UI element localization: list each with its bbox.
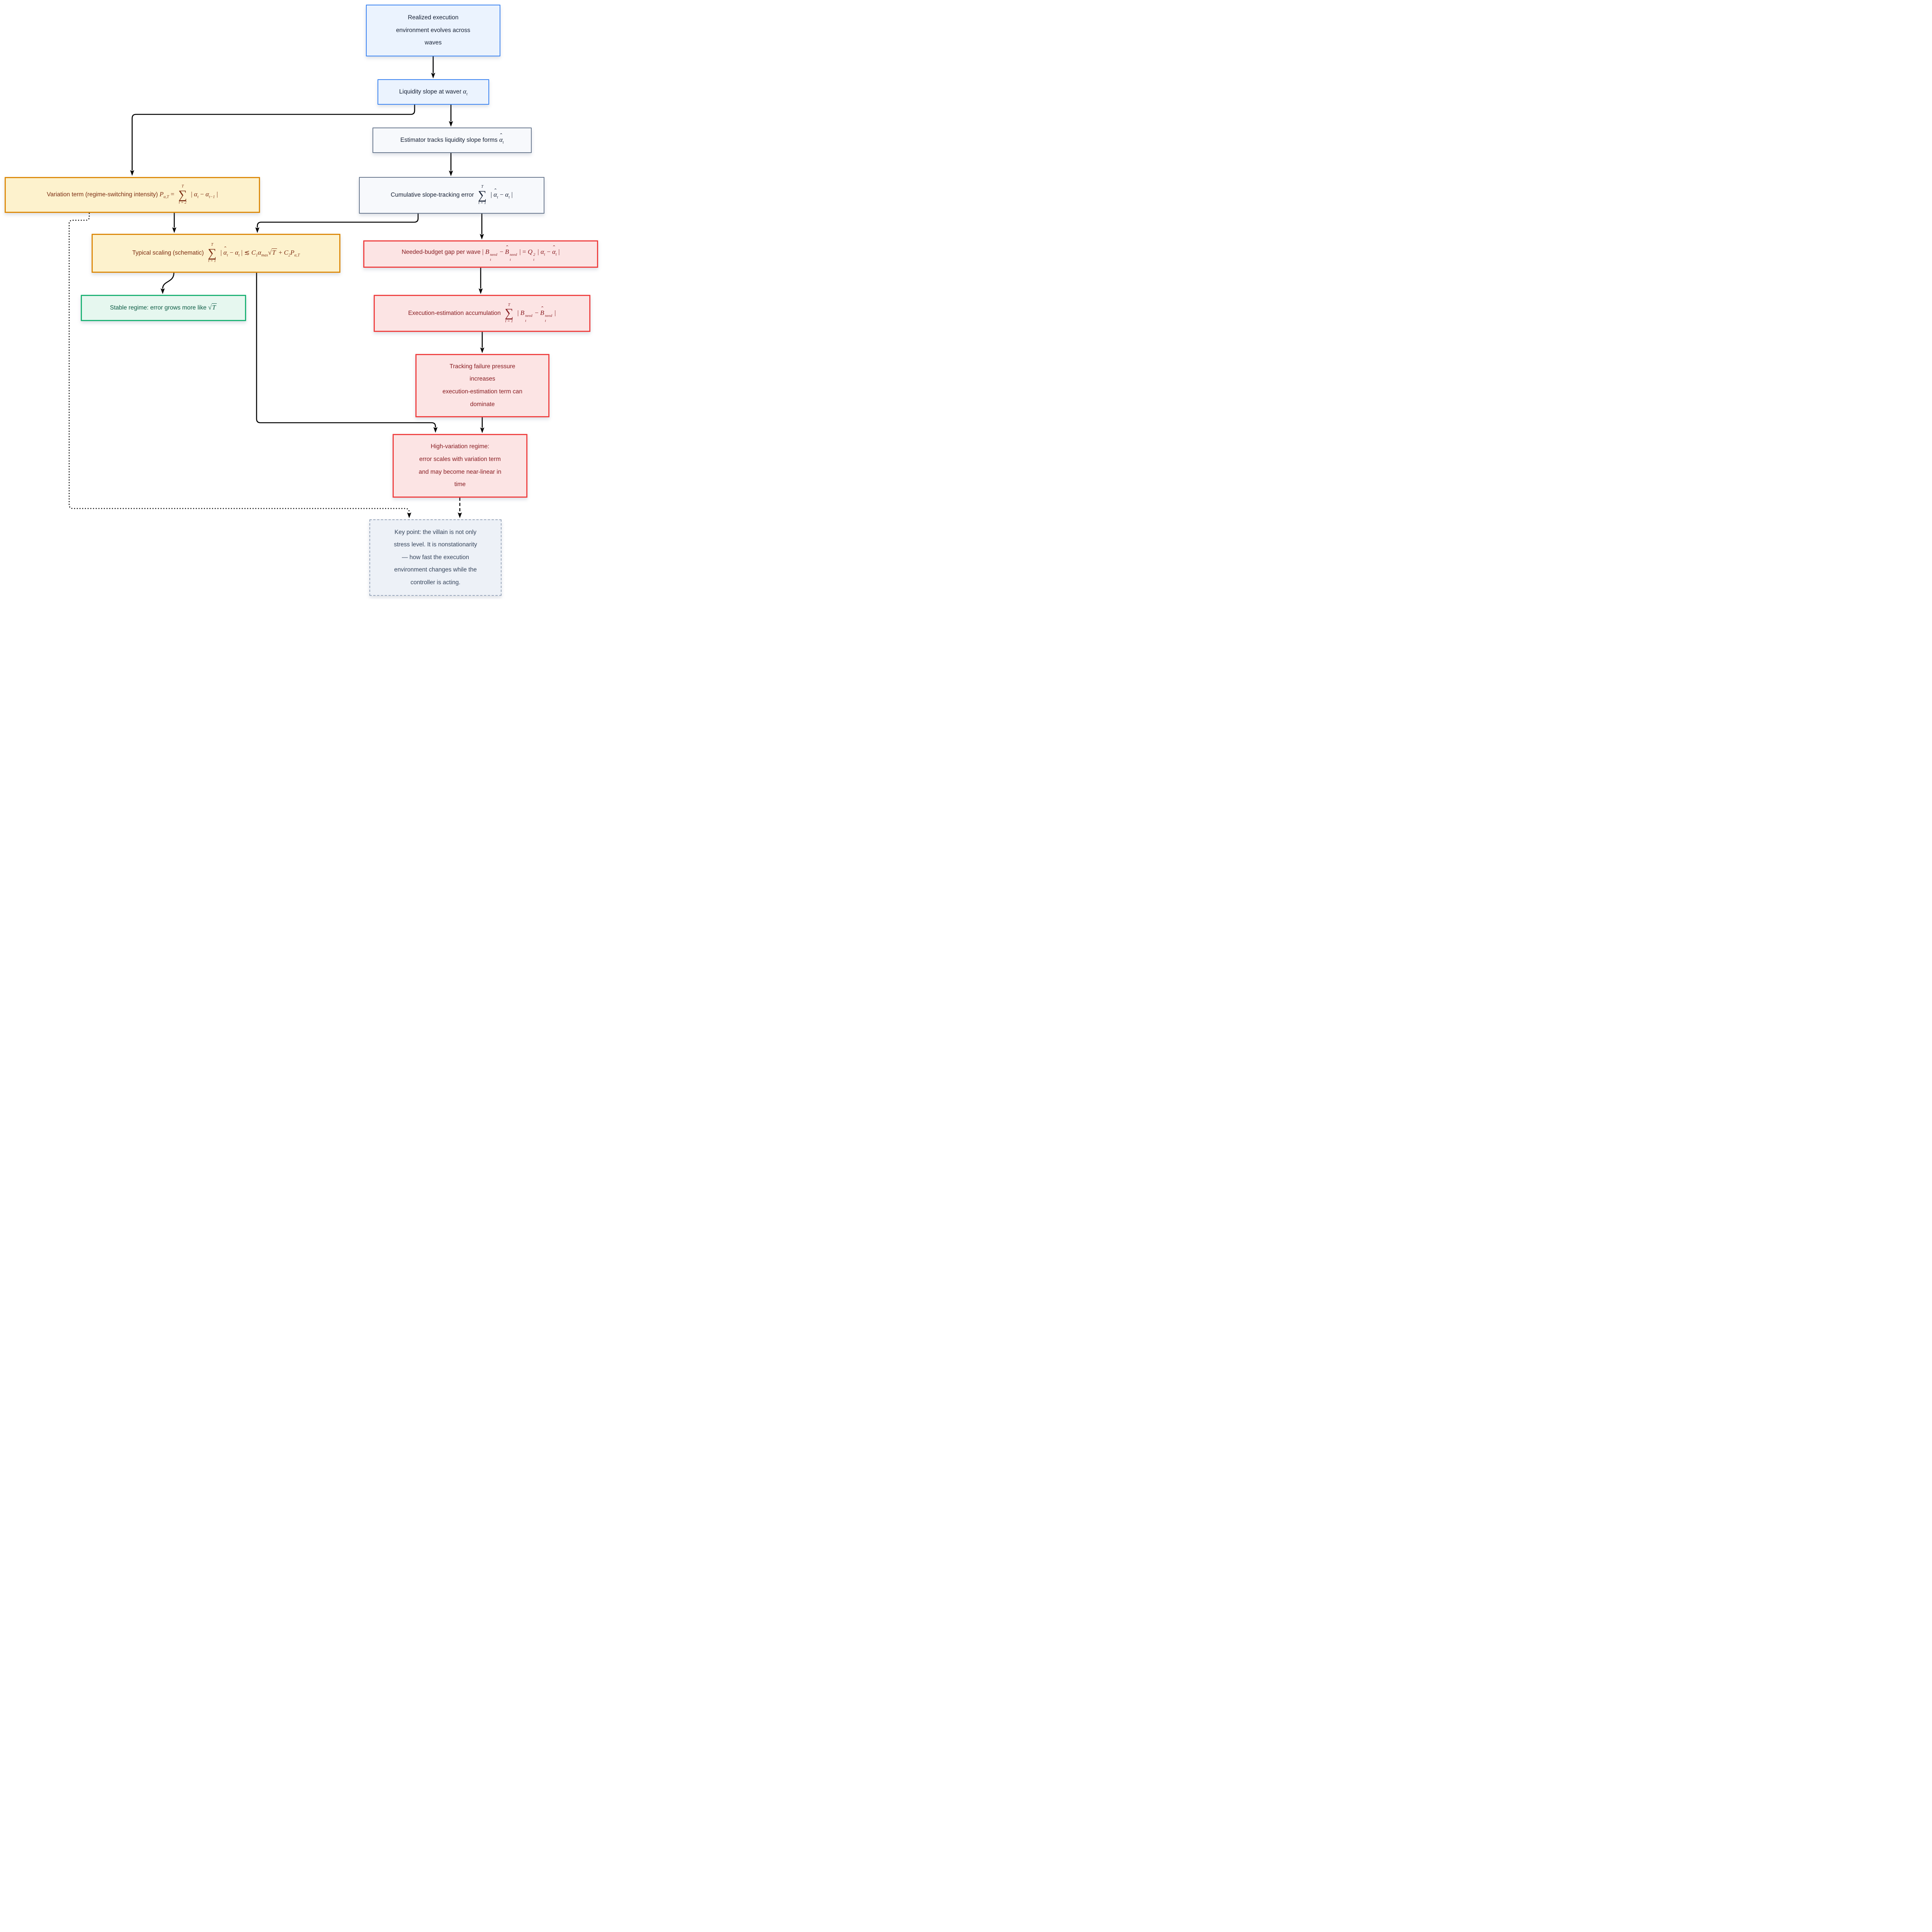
node-variation-term: Variation term (regime-switching intensi… <box>5 177 260 213</box>
edge-typical-stable <box>162 272 175 289</box>
node-stable-regime: Stable regime: error grows more like √T <box>81 295 246 321</box>
node-label: Execution-estimation accumulation T∑t = … <box>408 303 556 323</box>
node-execution-estimation-accumulation: Execution-estimation accumulation T∑t = … <box>374 295 590 332</box>
node-label: High-variation regime:error scales with … <box>418 443 502 488</box>
node-label: Variation term (regime-switching intensi… <box>47 184 218 205</box>
edge-cumulative-typical <box>257 214 419 228</box>
node-high-variation-regime: High-variation regime:error scales with … <box>393 434 527 498</box>
node-cumulative-error: Cumulative slope-tracking error T∑t = 1 … <box>359 177 544 214</box>
node-label: Liquidity slope at wavet αt <box>399 87 468 97</box>
node-label: Cumulative slope-tracking error T∑t = 1 … <box>391 185 513 206</box>
node-label: Stable regime: error grows more like √T <box>110 302 217 315</box>
node-liquidity-slope: Liquidity slope at wavet αt <box>378 79 489 105</box>
node-label: Estimator tracks liquidity slope forms α… <box>400 132 504 145</box>
node-estimator-tracks: Estimator tracks liquidity slope forms α… <box>372 128 532 153</box>
